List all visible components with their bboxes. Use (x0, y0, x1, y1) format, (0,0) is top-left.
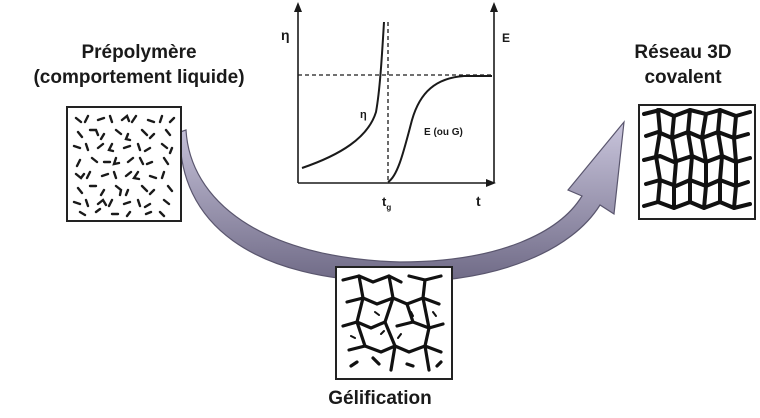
left-y-axis-arrowhead (294, 2, 302, 12)
gelation-label: Gélification (328, 388, 432, 409)
x-axis-label: t (476, 193, 481, 209)
prepolymer-fragments (72, 114, 176, 218)
prepolymer-label: Prépolymère (comportement liquide) (2, 40, 276, 90)
network-label-line1: Réseau 3D (634, 42, 732, 63)
gel-time-tick-sub: g (386, 203, 391, 212)
network-label: Réseau 3D covalent (608, 40, 758, 90)
network-label-line2: covalent (644, 67, 722, 88)
right-y-axis-label: E (ou G) (502, 31, 510, 45)
gel-time-tick-main: t (382, 194, 387, 209)
modulus-curve-label: E (ou G) (424, 127, 463, 138)
gel-partial-network (341, 274, 445, 372)
viscosity-curve-label: η (360, 109, 367, 121)
gel-time-tick-label: tg (382, 194, 391, 212)
prepolymer-illustration (66, 106, 182, 222)
rheology-graph: η E (ou G) η E (ou G) t tg (281, 2, 510, 212)
left-y-axis-label: η (281, 27, 290, 43)
right-y-axis-arrowhead (490, 2, 498, 12)
prepolymer-label-line1: Prépolymère (81, 42, 197, 63)
network-illustration (638, 104, 756, 220)
x-axis-arrowhead (486, 179, 496, 187)
prepolymer-label-line2: (comportement liquide) (33, 67, 245, 88)
gelation-illustration (335, 266, 453, 380)
curved-arrow-shape (179, 120, 625, 283)
viscosity-curve (301, 21, 385, 169)
modulus-curve (387, 75, 492, 183)
network-cells (642, 108, 752, 210)
